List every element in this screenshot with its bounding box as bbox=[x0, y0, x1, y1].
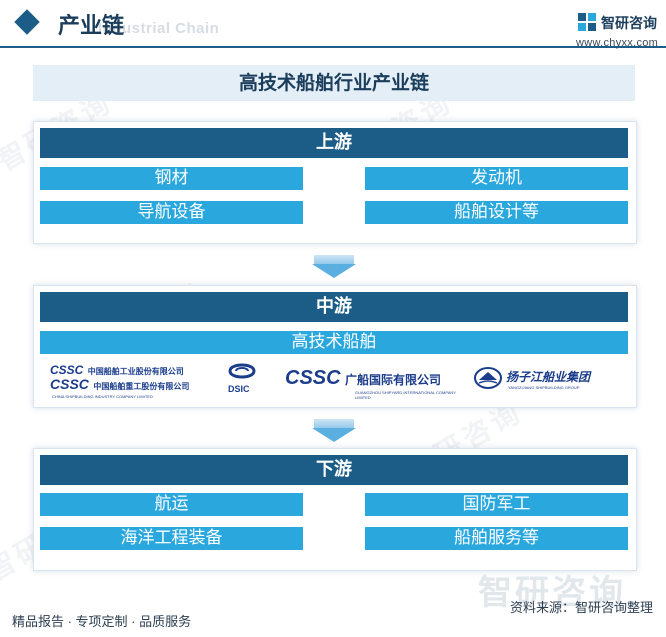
company-en: YANGZIJIANG SHIPBUILDING GROUP bbox=[508, 385, 580, 390]
midstream-header: 中游 bbox=[40, 292, 628, 322]
upstream-item: 船舶设计等 bbox=[365, 201, 628, 224]
upstream-item: 钢材 bbox=[40, 167, 303, 190]
footer-slogan: 精品报告 · 专项定制 · 品质服务 bbox=[12, 614, 192, 629]
company-name: 中国船舶工业股份有限公司 bbox=[87, 367, 184, 376]
header-divider bbox=[0, 46, 666, 48]
downstream-item: 船舶服务等 bbox=[365, 527, 628, 550]
company-name: 中国船舶重工股份有限公司 bbox=[93, 382, 190, 391]
cssc-mark: CSSC bbox=[50, 363, 84, 377]
header-diamond-icon bbox=[14, 9, 40, 35]
title-band bbox=[33, 65, 635, 101]
upstream-item: 导航设备 bbox=[40, 201, 303, 224]
dsic-label: DSIC bbox=[228, 384, 250, 394]
logo-cssc-heavy: CSSC 中国船舶重工股份有限公司 CHINA SHIPBUILDING IND… bbox=[50, 376, 210, 399]
downstream-item: 航运 bbox=[40, 493, 303, 516]
cssc-mark: CSSC bbox=[285, 367, 341, 389]
downstream-item: 海洋工程装备 bbox=[40, 527, 303, 550]
midstream-item: 高技术船舶 bbox=[40, 331, 628, 354]
downstream-header: 下游 bbox=[40, 455, 628, 485]
logo-cssc-industry: CSSC 中国船舶工业股份有限公司 bbox=[50, 361, 210, 379]
down-arrow-icon bbox=[312, 264, 356, 278]
company-name: 广船国际有限公司 bbox=[345, 373, 442, 387]
upstream-header: 上游 bbox=[40, 128, 628, 158]
company-en: GUANGZHOU SHIPYARD INTERNATIONAL COMPANY… bbox=[355, 390, 456, 400]
dsic-logo-icon bbox=[228, 363, 256, 379]
yangzijiang-logo-icon bbox=[474, 367, 502, 389]
footer-watermark: 智研咨询 bbox=[478, 574, 626, 612]
cssc-mark: CSSC bbox=[50, 376, 89, 392]
company-en: CHINA SHIPBUILDING INDUSTRY COMPANY LIMI… bbox=[52, 394, 153, 399]
page-title: 产业链 bbox=[58, 13, 125, 38]
company-name: 扬子江船业集团 bbox=[506, 370, 591, 384]
source-note: 资料来源：智研咨询整理 bbox=[510, 600, 654, 615]
logo-gsi: CSSC 广船国际有限公司 GUANGZHOU SHIPYARD INTERNA… bbox=[285, 367, 460, 400]
down-arrow-icon bbox=[312, 428, 356, 442]
header-subtitle: Industrial Chain bbox=[98, 20, 220, 37]
brand-logo-icon bbox=[578, 13, 596, 31]
flow-arrow-shaft bbox=[314, 255, 354, 265]
chart-title: 高技术船舶行业产业链 bbox=[238, 72, 429, 94]
upstream-item: 发动机 bbox=[365, 167, 628, 190]
flow-arrow-shaft bbox=[314, 419, 354, 429]
brand-name: 智研咨询 bbox=[601, 15, 657, 31]
downstream-item: 国防军工 bbox=[365, 493, 628, 516]
